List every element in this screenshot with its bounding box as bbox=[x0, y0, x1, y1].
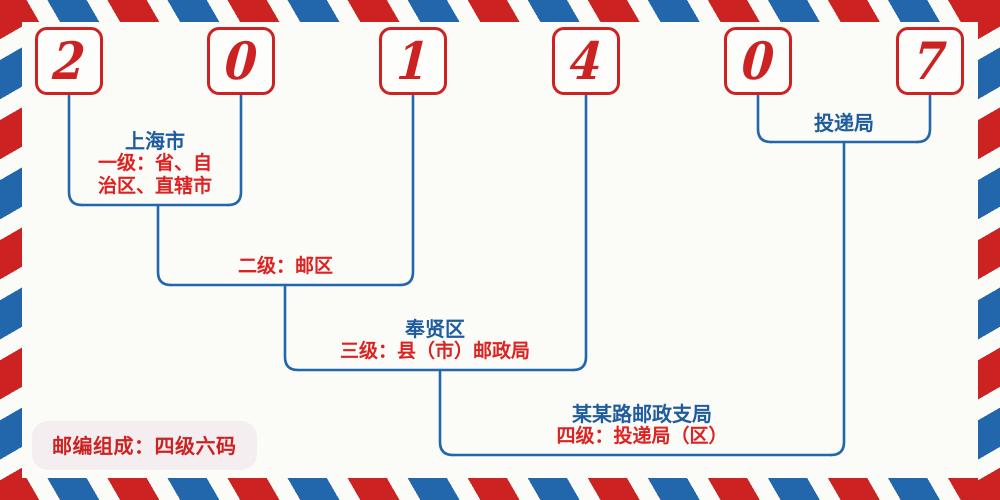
callout-level-1: 上海市 一级：省、自 治区、直辖市 bbox=[69, 112, 241, 205]
callout-level-1-subtitle-line-1: 一级：省、自 bbox=[97, 153, 212, 175]
callout-level-4-subtitle: 四级：投递局（区） bbox=[556, 426, 728, 448]
airmail-border-bottom bbox=[0, 478, 1000, 500]
callout-level-2-subtitle: 二级：邮区 bbox=[237, 256, 333, 278]
callout-level-1-subtitle-line-2: 治区、直辖市 bbox=[97, 176, 212, 198]
postcode-digit-6-glyph: 7 bbox=[911, 30, 949, 92]
postcode-digit-1-glyph: 2 bbox=[50, 30, 88, 92]
callout-level-3-title: 奉贤区 bbox=[405, 316, 465, 341]
postcode-digit-4-glyph: 4 bbox=[567, 30, 605, 92]
postcode-digit-2-glyph: 0 bbox=[222, 30, 260, 92]
callout-level-4-title: 某某路邮政支局 bbox=[572, 401, 712, 426]
callout-level-3-subtitle: 三级：县（市）邮政局 bbox=[339, 341, 530, 363]
postcode-digit-3-glyph: 1 bbox=[394, 30, 432, 92]
callout-level-1-title: 上海市 bbox=[125, 128, 185, 153]
postcode-digit-1: 2 bbox=[35, 27, 103, 95]
postcode-digit-4: 4 bbox=[552, 27, 620, 95]
airmail-border-right bbox=[978, 0, 1000, 500]
callout-level-2: 二级：邮区 bbox=[158, 243, 413, 285]
postcode-digit-5: 0 bbox=[724, 27, 792, 95]
postcode-digit-2: 0 bbox=[207, 27, 275, 95]
postcode-digit-6: 7 bbox=[896, 27, 964, 95]
airmail-border-top bbox=[0, 0, 1000, 22]
postcode-digit-5-glyph: 0 bbox=[739, 30, 777, 92]
callout-delivery-office: 投递局 bbox=[758, 96, 930, 142]
callout-delivery-office-title: 投递局 bbox=[814, 111, 874, 136]
callout-level-4: 某某路邮政支局 四级：投递局（区） bbox=[440, 387, 844, 455]
postcode-composition-badge: 邮编组成：四级六码 bbox=[32, 421, 257, 470]
airmail-border-left bbox=[0, 0, 22, 500]
callout-level-3: 奉贤区 三级：县（市）邮政局 bbox=[285, 302, 585, 370]
postcode-digit-3: 1 bbox=[379, 27, 447, 95]
